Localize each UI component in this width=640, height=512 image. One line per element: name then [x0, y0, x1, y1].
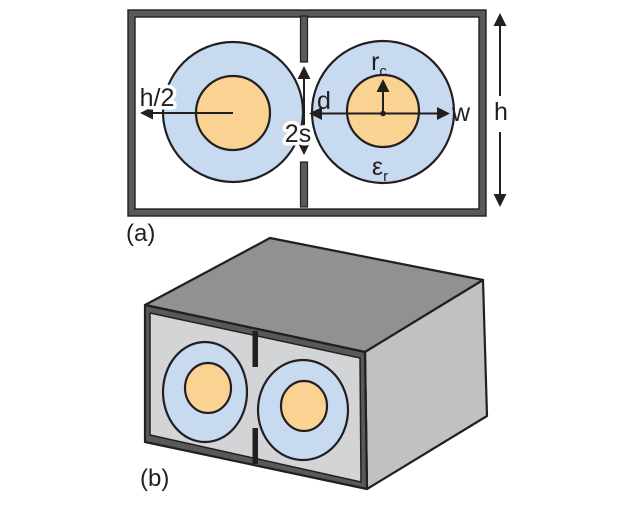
panel-a-label: (a) [126, 220, 155, 247]
front-septum-top [252, 331, 258, 367]
h-label: h [494, 98, 508, 126]
front-septum-bottom [252, 428, 258, 464]
panel-b-label: (b) [140, 465, 169, 492]
epsilon-r-label: εr [372, 153, 388, 185]
septum-bottom-segment [299, 161, 309, 208]
epsilon-r-base: ε [372, 153, 383, 181]
two-s-label: 2s [285, 120, 311, 148]
w-label: w [451, 99, 471, 127]
septum-top-segment [299, 15, 309, 63]
rc-label-base: r [371, 48, 379, 76]
d-label: d [317, 87, 331, 115]
h-half-label: h/2 [140, 84, 175, 112]
front-right-conductor [279, 379, 329, 433]
panel-a: h/2 d w rc εr 2s h (a) [126, 9, 508, 247]
shield-outer-outline [127, 9, 487, 217]
panel-b: (b) [140, 236, 489, 492]
rc-label: rc [371, 48, 387, 80]
rc-label-sub: c [379, 63, 387, 80]
front-left-conductor [183, 361, 233, 415]
epsilon-r-sub: r [383, 168, 388, 185]
